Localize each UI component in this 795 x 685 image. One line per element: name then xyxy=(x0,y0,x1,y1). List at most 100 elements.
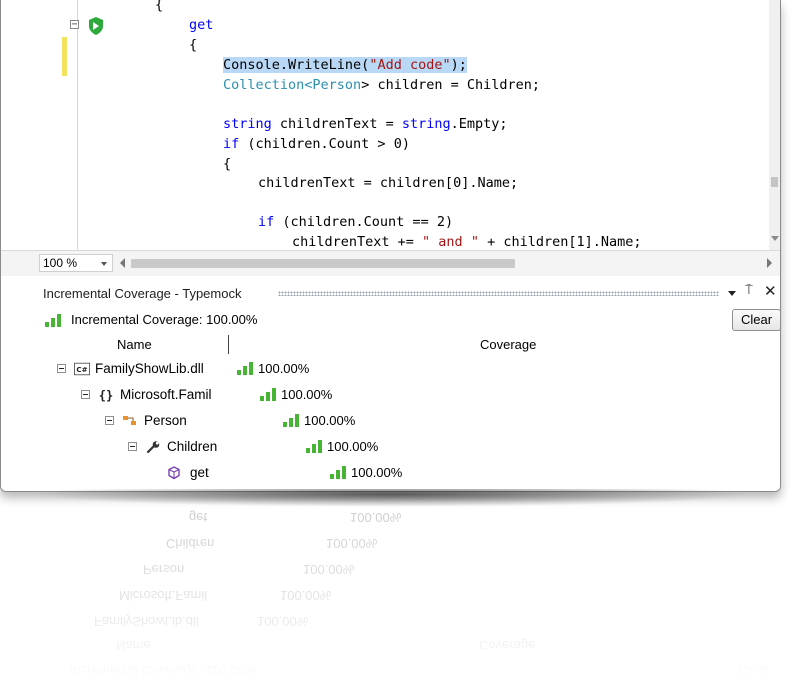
code-token: " and " xyxy=(422,234,479,250)
code-line[interactable]: Collection<Person> children = Children; xyxy=(223,76,540,95)
window-shadow xyxy=(30,489,750,507)
code-token: (children.Count == 2) xyxy=(274,214,454,230)
code-line[interactable]: string childrenText = string.Empty; xyxy=(223,115,508,134)
code-editor[interactable]: − {get{Console.WriteLine("Add code");Col… xyxy=(1,0,780,250)
reflection-coverage: 100.00% xyxy=(257,614,309,629)
code-line[interactable]: Console.WriteLine("Add code"); xyxy=(223,56,467,75)
coverage-value: 100.00% xyxy=(258,361,310,376)
reflection-column-coverage: Coverage xyxy=(479,638,536,653)
horizontal-scrollbar[interactable] xyxy=(131,257,761,269)
code-line[interactable]: childrenText = children[0].Name; xyxy=(258,174,518,193)
code-token: { xyxy=(155,0,164,13)
column-header-name[interactable]: Name xyxy=(117,337,152,352)
code-line[interactable]: get xyxy=(189,16,213,35)
code-token: (children.Count > 0) xyxy=(239,136,410,152)
window-position-dropdown-icon[interactable] xyxy=(728,291,736,296)
reflection-node: Person xyxy=(143,562,185,577)
tree-node-label: Person xyxy=(144,413,187,428)
code-token: if xyxy=(258,214,275,230)
code-token: childrenText = children[0].Name; xyxy=(258,175,519,191)
editor-bottom-bar: 100 % xyxy=(1,250,780,276)
code-token: get xyxy=(189,17,214,33)
reflection-content: Incremental Coverage - Typemock Incremen… xyxy=(0,499,779,685)
code-line[interactable]: if (children.Count > 0) xyxy=(223,135,410,154)
column-splitter[interactable] xyxy=(228,335,229,354)
code-token: > children = Children; xyxy=(361,77,540,93)
reflection-node: Children xyxy=(166,536,215,551)
scroll-left-icon[interactable] xyxy=(120,258,125,268)
change-indicator xyxy=(62,37,67,76)
code-line[interactable]: if (children.Count == 2) xyxy=(258,213,453,232)
code-token: .Empty; xyxy=(450,116,508,132)
coverage-bars-icon xyxy=(260,388,276,401)
reflection-coverage: 100.00% xyxy=(326,536,378,551)
code-token: childrenText += xyxy=(292,234,423,250)
code-token: { xyxy=(189,37,198,53)
coverage-bars-icon xyxy=(330,466,346,479)
svg-text:{}: {} xyxy=(99,389,113,403)
tree-node-label: FamilyShowLib.dll xyxy=(95,361,204,376)
code-token: { xyxy=(223,156,232,172)
clear-button[interactable]: Clear xyxy=(732,309,780,331)
coverage-value: 100.00% xyxy=(304,413,356,428)
column-header-coverage[interactable]: Coverage xyxy=(480,337,537,352)
scroll-right-icon[interactable] xyxy=(767,258,772,268)
reflection-fade xyxy=(0,499,779,685)
code-line[interactable]: { xyxy=(155,0,163,15)
collapse-icon[interactable] xyxy=(105,416,114,425)
panel-drag-grip[interactable] xyxy=(278,291,719,296)
reflection-summary: Incremental Coverage: 100.00% xyxy=(70,663,257,678)
reflection-coverage: 100.00% xyxy=(350,510,402,525)
code-line[interactable]: childrenText += " and " + children[1].Na… xyxy=(292,233,642,252)
vertical-scrollbar[interactable] xyxy=(769,0,780,250)
code-token: + children[1].Name; xyxy=(478,234,642,250)
collapse-icon[interactable]: − xyxy=(70,19,79,30)
code-token: Collection< xyxy=(223,77,313,93)
outlining-guide xyxy=(77,0,78,250)
reflection-coverage: 100.00% xyxy=(303,562,355,577)
window-reflection: Incremental Coverage - Typemock Incremen… xyxy=(0,499,779,685)
code-token: ); xyxy=(450,57,467,73)
tree-header: Name Coverage xyxy=(43,334,780,356)
reflection-node: Microsoft.Famil xyxy=(119,588,208,603)
coverage-bars-icon xyxy=(45,314,61,327)
coverage-bars-icon xyxy=(237,362,253,375)
zoom-value: 100 % xyxy=(43,256,78,270)
code-line[interactable]: { xyxy=(189,36,197,55)
reflection-node: FamilyShowLib.dll xyxy=(94,614,199,629)
tree-node-label: get xyxy=(190,465,209,480)
coverage-value: 100.00% xyxy=(351,465,403,480)
visual-studio-window: − {get{Console.WriteLine("Add code");Col… xyxy=(0,0,781,492)
reflection-node: get xyxy=(189,510,208,525)
chevron-down-icon[interactable] xyxy=(101,262,107,266)
collapse-icon[interactable] xyxy=(128,442,137,451)
close-icon[interactable]: ✕ xyxy=(764,282,777,300)
code-line[interactable]: { xyxy=(223,155,231,174)
incremental-coverage-panel: Incremental Coverage - Typemock ⍑ ✕ Incr… xyxy=(1,276,780,491)
coverage-value: 100.00% xyxy=(281,387,333,402)
svg-text:C#: C# xyxy=(76,365,87,374)
reflection-clear: Clear xyxy=(738,663,770,678)
property-wrench-icon xyxy=(146,441,160,454)
scroll-down-icon[interactable] xyxy=(771,236,779,241)
class-icon xyxy=(123,416,136,425)
namespace-braces-icon: {} xyxy=(99,389,113,403)
code-token: "Add code" xyxy=(369,57,451,73)
coverage-bars-icon xyxy=(283,414,299,427)
code-token: if xyxy=(223,136,240,152)
code-token: Console.WriteLine( xyxy=(223,57,370,73)
reflection-column-name: Name xyxy=(116,638,151,653)
pin-icon[interactable]: ⍑ xyxy=(745,283,753,298)
coverage-value: 100.00% xyxy=(327,439,379,454)
collapse-icon[interactable] xyxy=(57,364,66,373)
method-cube-icon xyxy=(168,466,180,480)
horizontal-scroll-thumb[interactable] xyxy=(131,259,515,268)
vertical-scroll-marker xyxy=(771,177,778,187)
coverage-summary-text: Incremental Coverage: 100.00% xyxy=(71,312,258,327)
zoom-select[interactable]: 100 % xyxy=(39,254,113,272)
collapse-icon[interactable] xyxy=(81,390,90,399)
code-token: Person xyxy=(312,77,362,93)
shield-check-icon[interactable] xyxy=(88,17,104,35)
code-token: string xyxy=(401,116,451,132)
reflection-coverage: 100.00% xyxy=(280,588,332,603)
